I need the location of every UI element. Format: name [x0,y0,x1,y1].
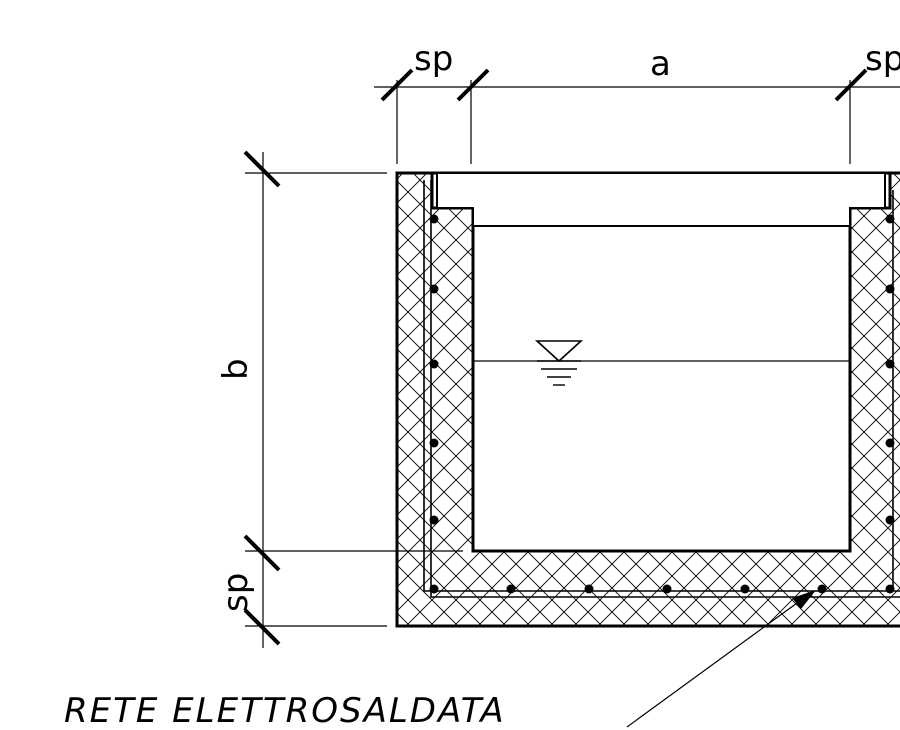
dim-label-b: b [216,358,256,380]
rebar-bar [885,284,895,294]
leader-arrow [626,590,816,728]
top-dimension [374,68,900,164]
rebar-mesh-line [423,180,900,598]
cover-slab [436,172,886,227]
rebar-bar [429,284,439,294]
rebar-bar [429,584,439,594]
rebar-bar [885,515,895,525]
rebar-bar [885,214,895,224]
rebar-note-label: RETE ELETTROSALDATA [64,691,506,730]
dim-label-sp-left: sp [216,573,256,612]
rebar-bars [429,214,895,594]
rebar-bar [885,359,895,369]
water-level-symbol [473,340,850,386]
left-dimension [243,150,463,648]
rebar-bar [740,584,750,594]
dim-label-a: a [650,44,671,84]
inner-basin-outline [430,173,892,553]
rebar-bar [817,584,827,594]
rebar-bar [429,359,439,369]
rebar-bar [506,584,516,594]
dim-label-sp-top-right: sp [865,39,900,79]
rebar-bar [429,438,439,448]
rebar-bar [885,584,895,594]
rebar-bar [662,584,672,594]
rebar-bar [584,584,594,594]
dim-label-sp-top-left: sp [414,39,453,79]
rebar-bar [429,214,439,224]
rebar-bar [885,438,895,448]
rebar-bar [429,515,439,525]
